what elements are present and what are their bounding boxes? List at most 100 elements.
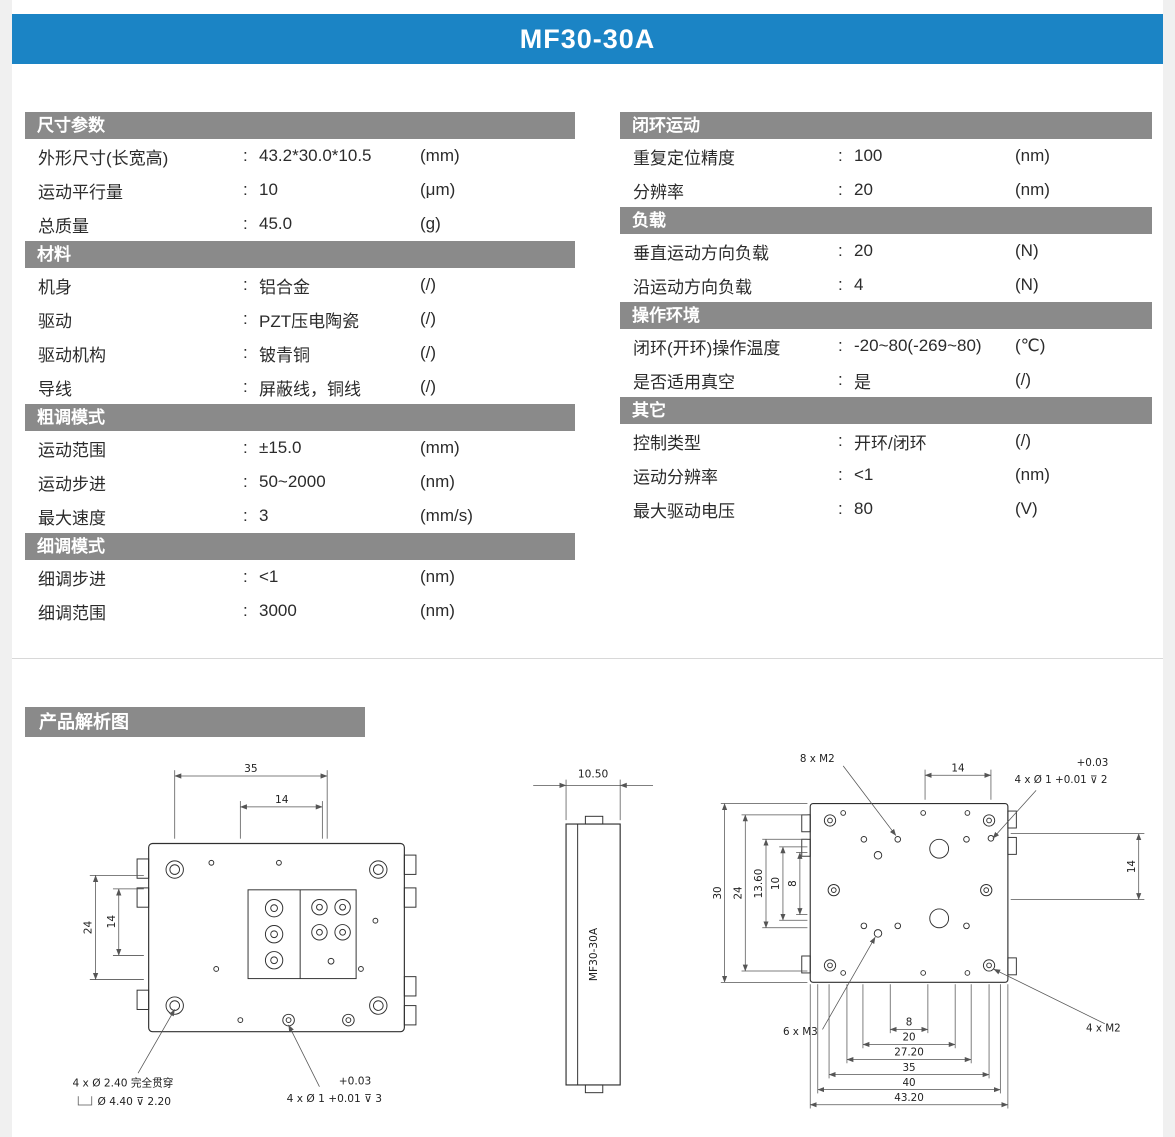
spec-unit: (/) xyxy=(420,377,437,396)
spec-label: 运动范围 xyxy=(38,440,106,460)
note-8xm2: 8 x M2 xyxy=(800,753,835,765)
spec-unit: (/) xyxy=(420,309,437,328)
section-header: 细调模式 xyxy=(25,533,575,560)
colon-separator: : xyxy=(243,146,248,165)
bottom-view-drawing: 8 x M2 14 +0.03 4 x Ø 1 +0.01 ⊽ 2 30 24 … xyxy=(712,753,1145,1109)
dim-label-27-20: 27.20 xyxy=(894,1047,924,1059)
spec-row: 细调范围:3000(nm) xyxy=(25,594,575,628)
spec-unit: (mm/s) xyxy=(420,506,473,525)
spec-label: 外形尺寸(长宽高) xyxy=(38,148,169,168)
spec-section-fine-mode: 细调模式 细调步进:<1(nm) 细调范围:3000(nm) xyxy=(25,533,575,628)
spec-label: 分辨率 xyxy=(633,182,684,202)
spec-section-other: 其它 控制类型:开环/闭环(/) 运动分辨率:<1(nm) 最大驱动电压:80(… xyxy=(620,397,1152,526)
spec-value: 10 xyxy=(259,180,278,199)
spec-unit: (nm) xyxy=(1015,146,1050,165)
section-title: 尺寸参数 xyxy=(37,116,105,135)
spec-label: 驱动 xyxy=(38,311,72,331)
dim-label-30: 30 xyxy=(712,886,724,899)
spec-section-material: 材料 机身:铝合金(/) 驱动:PZT压电陶瓷(/) 驱动机构:铍青铜(/) 导… xyxy=(25,241,575,404)
dim-label-13-60: 13.60 xyxy=(753,869,765,899)
spec-label: 总质量 xyxy=(38,216,89,236)
spec-value: -20~80(-269~80) xyxy=(854,336,982,355)
colon-separator: : xyxy=(838,241,843,260)
spec-value: 3000 xyxy=(259,601,297,620)
section-title: 闭环运动 xyxy=(632,116,700,135)
spec-row: 最大速度:3(mm/s) xyxy=(25,499,575,533)
spec-label: 沿运动方向负载 xyxy=(633,277,752,297)
spec-value: 45.0 xyxy=(259,214,293,233)
dimension-labels: 10.50 MF30-30A xyxy=(577,768,608,982)
dim-label-43-20: 43.20 xyxy=(894,1092,924,1104)
section-divider xyxy=(12,658,1163,659)
spec-row: 分辨率:20(nm) xyxy=(620,173,1152,207)
spec-unit: (nm) xyxy=(420,567,455,586)
note-pin-tolerance: +0.03 xyxy=(339,1075,372,1088)
dim-label-14-top: 14 xyxy=(951,763,964,775)
spec-row: 驱动机构:铍青铜(/) xyxy=(25,336,575,370)
product-title-bar: MF30-30A xyxy=(12,14,1163,64)
dim-label-24: 24 xyxy=(732,886,744,899)
model-label: MF30-30A xyxy=(587,927,600,981)
colon-separator: : xyxy=(243,438,248,457)
spec-unit: (N) xyxy=(1015,275,1039,294)
note-pin-hole: 4 x Ø 1 +0.01 ⊽ 2 xyxy=(1014,774,1107,786)
spec-label: 是否适用真空 xyxy=(633,372,735,392)
spec-unit: (/) xyxy=(1015,370,1032,389)
section-title: 粗调模式 xyxy=(37,408,105,427)
section-title: 材料 xyxy=(37,245,71,264)
spec-row: 运动范围:±15.0(mm) xyxy=(25,431,575,465)
section-header: 其它 xyxy=(620,397,1152,424)
note-through-hole: 4 x Ø 2.40 完全贯穿 xyxy=(72,1077,173,1090)
spec-row: 外形尺寸(长宽高):43.2*30.0*10.5(mm) xyxy=(25,139,575,173)
spec-label: 闭环(开环)操作温度 xyxy=(633,338,781,358)
spec-value: ±15.0 xyxy=(259,438,302,457)
spec-row: 重复定位精度:100(nm) xyxy=(620,139,1152,173)
spec-value: 是 xyxy=(854,372,871,392)
spec-section-environment: 操作环境 闭环(开环)操作温度:-20~80(-269~80)(℃) 是否适用真… xyxy=(620,302,1152,397)
colon-separator: : xyxy=(838,146,843,165)
spec-section-closed-loop: 闭环运动 重复定位精度:100(nm) 分辨率:20(nm) xyxy=(620,112,1152,207)
spec-row: 机身:铝合金(/) xyxy=(25,268,575,302)
section-title: 其它 xyxy=(632,401,666,420)
spec-label: 最大驱动电压 xyxy=(633,501,735,521)
spec-row: 运动步进:50~2000(nm) xyxy=(25,465,575,499)
spec-section-load: 负载 垂直运动方向负载:20(N) 沿运动方向负载:4(N) xyxy=(620,207,1152,302)
dim-label-35: 35 xyxy=(902,1062,915,1074)
spec-value: 屏蔽线，铜线 xyxy=(259,379,361,399)
spec-value: 43.2*30.0*10.5 xyxy=(259,146,372,165)
drawing-section-header: 产品解析图 xyxy=(25,707,365,737)
spec-unit: (/) xyxy=(1015,431,1032,450)
spec-value: 铝合金 xyxy=(259,277,310,297)
spec-label: 运动步进 xyxy=(38,474,106,494)
spec-label: 运动分辨率 xyxy=(633,467,718,487)
spec-row: 驱动:PZT压电陶瓷(/) xyxy=(25,302,575,336)
stage-side-outline xyxy=(565,815,621,1094)
dim-label-14-top: 14 xyxy=(275,793,289,806)
colon-separator: : xyxy=(838,465,843,484)
section-header: 材料 xyxy=(25,241,575,268)
spec-unit: (g) xyxy=(420,214,441,233)
spec-label: 机身 xyxy=(38,277,72,297)
spec-section-dimensions: 尺寸参数 外形尺寸(长宽高):43.2*30.0*10.5(mm) 运动平行量:… xyxy=(25,112,575,241)
dim-label-35: 35 xyxy=(244,762,258,775)
spec-unit: (/) xyxy=(420,275,437,294)
spec-row: 导线:屏蔽线，铜线(/) xyxy=(25,370,575,404)
spec-column-right: 闭环运动 重复定位精度:100(nm) 分辨率:20(nm) 负载 垂直运动方向… xyxy=(620,112,1152,526)
note-counterbore: Ø 4.40 ⊽ 2.20 xyxy=(98,1095,172,1108)
spec-row: 垂直运动方向负载:20(N) xyxy=(620,234,1152,268)
section-header: 粗调模式 xyxy=(25,404,575,431)
datasheet-page: MF30-30A 尺寸参数 外形尺寸(长宽高):43.2*30.0*10.5(m… xyxy=(12,0,1163,1137)
spec-label: 控制类型 xyxy=(633,433,701,453)
spec-value: 铍青铜 xyxy=(259,345,310,365)
dim-label-40: 40 xyxy=(902,1077,915,1089)
colon-separator: : xyxy=(243,472,248,491)
spec-label: 驱动机构 xyxy=(38,345,106,365)
spec-row: 闭环(开环)操作温度:-20~80(-269~80)(℃) xyxy=(620,329,1152,363)
section-title: 细调模式 xyxy=(37,537,105,556)
spec-value: 3 xyxy=(259,506,269,525)
spec-unit: (nm) xyxy=(1015,465,1050,484)
spec-value: <1 xyxy=(854,465,874,484)
spec-value: <1 xyxy=(259,567,279,586)
spec-value: 50~2000 xyxy=(259,472,326,491)
spec-value: PZT压电陶瓷 xyxy=(259,311,360,331)
